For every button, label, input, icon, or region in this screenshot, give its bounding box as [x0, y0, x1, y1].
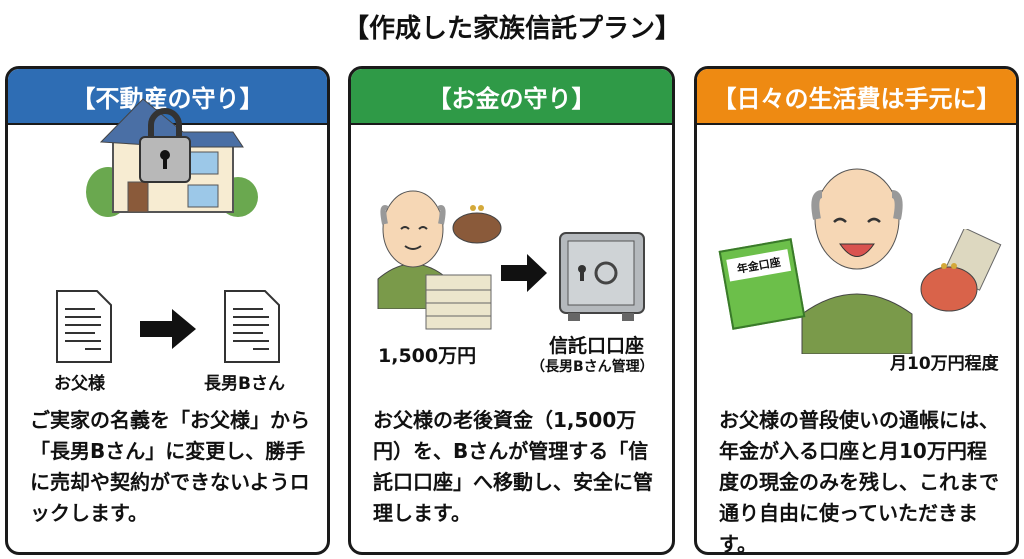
locked-house-icon — [86, 98, 258, 217]
happy-elderly-man-icon — [801, 168, 913, 354]
safe-icon — [559, 232, 645, 321]
to-label: 長男Bさん — [204, 374, 285, 394]
cash-stack-icon — [425, 274, 492, 330]
pension-passbook: 年金口座 — [718, 238, 806, 330]
card-header: 【日々の生活費は手元に】 — [697, 69, 1016, 125]
amount-label: 1,500万円 — [378, 345, 477, 367]
card-money: 【お金の守り】 1,500万円 信託口口座 （長男Bさん管理） お父様の老後資金… — [348, 66, 675, 555]
card-real-estate: 【不動産の守り】 お父様 長男Bさん ご実家の名義を「お父様」から「長男Bさん」… — [5, 66, 330, 555]
card-header: 【お金の守り】 — [351, 69, 672, 125]
arrow-right-icon — [501, 254, 547, 292]
trust-account-label: 信託口口座 — [549, 335, 645, 357]
card-living-expenses: 【日々の生活費は手元に】 年金口座 月10万円程度 お父様の普段使いの通帳には、… — [694, 66, 1019, 555]
coin-purse-icon — [452, 205, 502, 244]
card-description: ご実家の名義を「お父様」から「長男Bさん」に変更し、勝手に売却や契約ができないよ… — [30, 408, 310, 525]
passbook-label: 年金口座 — [726, 249, 792, 282]
document-icon — [224, 290, 280, 363]
red-purse-with-bills-icon — [920, 229, 1002, 312]
page-title: 【作成した家族信託プラン】 — [342, 14, 681, 44]
document-icon — [56, 290, 112, 363]
trust-account-note: （長男Bさん管理） — [531, 359, 654, 375]
from-label: お父様 — [54, 374, 105, 394]
monthly-cash-label: 月10万円程度 — [890, 354, 999, 374]
card-description: お父様の普段使いの通帳には、年金が入る口座と月10万円程度の現金のみを残し、これ… — [719, 408, 999, 555]
card-header: 【不動産の守り】 — [8, 69, 327, 125]
arrow-right-icon — [140, 309, 196, 349]
card-description: お父様の老後資金（1,500万円）を、Bさんが管理する「信託口口座」へ移動し、安… — [373, 408, 653, 525]
